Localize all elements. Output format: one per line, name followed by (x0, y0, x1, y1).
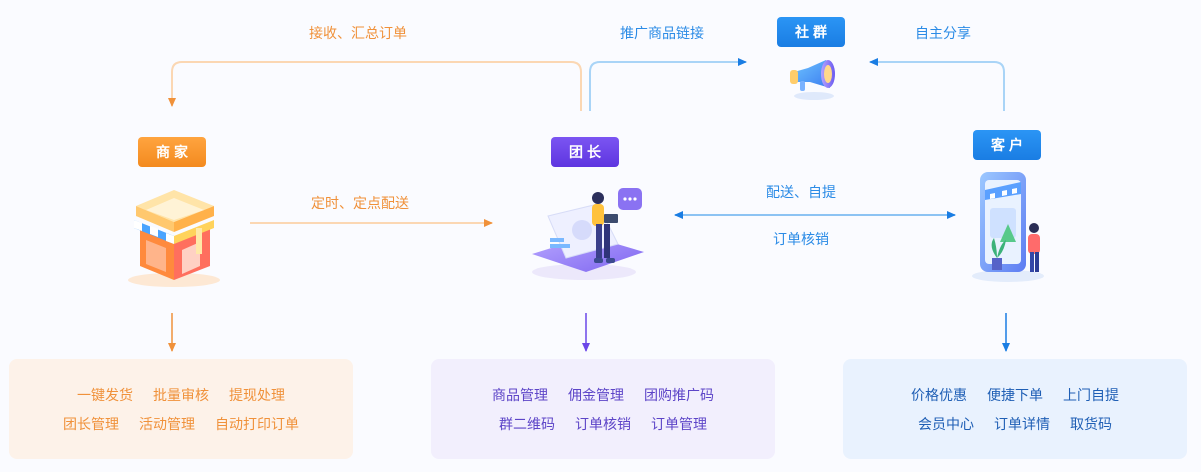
merchant-features-row: 团长管理 活动管理 自动打印订单 (53, 409, 309, 438)
merchant-feature-item: 活动管理 (139, 416, 195, 433)
merchant-feature-item: 批量审核 (153, 387, 209, 404)
edge-label-self-share: 自主分享 (915, 26, 971, 42)
merchant-feature-item: 一键发货 (77, 387, 133, 404)
customer-feature-item: 取货码 (1070, 416, 1112, 433)
node-badge-merchant: 商家 (138, 137, 206, 167)
leader-illustration (532, 188, 644, 280)
edge-receive-orders (168, 61, 582, 111)
edge-label-receive-orders: 接收、汇总订单 (309, 26, 407, 42)
edge-self-share (869, 58, 1005, 111)
edge-label-promote-links: 推广商品链接 (620, 26, 704, 42)
customer-feature-item: 订单详情 (994, 416, 1050, 433)
customer-feature-item: 价格优惠 (911, 387, 967, 404)
leader-feature-item: 群二维码 (499, 416, 555, 433)
edge-label-scheduled-delivery: 定时、定点配送 (311, 196, 409, 212)
customer-feature-item: 上门自提 (1063, 387, 1119, 404)
leader-feature-item: 团购推广码 (644, 387, 714, 404)
node-badge-community: 社群 (777, 17, 845, 47)
leader-features-panel: 商品管理 佣金管理 团购推广码 群二维码 订单核销 订单管理 (431, 359, 775, 459)
leader-feature-item: 佣金管理 (568, 387, 624, 404)
leader-feature-item: 订单核销 (575, 416, 631, 433)
leader-feature-item: 商品管理 (492, 387, 548, 404)
merchant-feature-item: 自动打印订单 (215, 416, 299, 433)
leader-features-row: 商品管理 佣金管理 团购推广码 (482, 380, 724, 409)
store-illustration (128, 190, 220, 287)
customer-features-panel: 价格优惠 便捷下单 上门自提 会员中心 订单详情 取货码 (843, 359, 1187, 459)
leader-features-row: 群二维码 订单核销 订单管理 (489, 409, 717, 438)
edge-promote-links (589, 58, 747, 111)
merchant-feature-item: 提现处理 (229, 387, 285, 404)
customer-feature-item: 便捷下单 (987, 387, 1043, 404)
merchant-feature-item: 团长管理 (63, 416, 119, 433)
customer-features-row: 会员中心 订单详情 取货码 (908, 409, 1122, 438)
megaphone-icon (790, 60, 835, 100)
node-badge-leader: 团长 (551, 137, 619, 167)
merchant-features-row: 一键发货 批量审核 提现处理 (67, 380, 295, 409)
edge-label-delivery-pickup: 配送、自提 (766, 185, 836, 201)
customer-features-row: 价格优惠 便捷下单 上门自提 (901, 380, 1129, 409)
customer-feature-item: 会员中心 (918, 416, 974, 433)
edge-label-order-verify: 订单核销 (773, 232, 829, 248)
merchant-features-panel: 一键发货 批量审核 提现处理 团长管理 活动管理 自动打印订单 (9, 359, 353, 459)
leader-feature-item: 订单管理 (651, 416, 707, 433)
node-badge-customer: 客户 (973, 130, 1041, 160)
customer-phone-illustration (972, 172, 1044, 282)
